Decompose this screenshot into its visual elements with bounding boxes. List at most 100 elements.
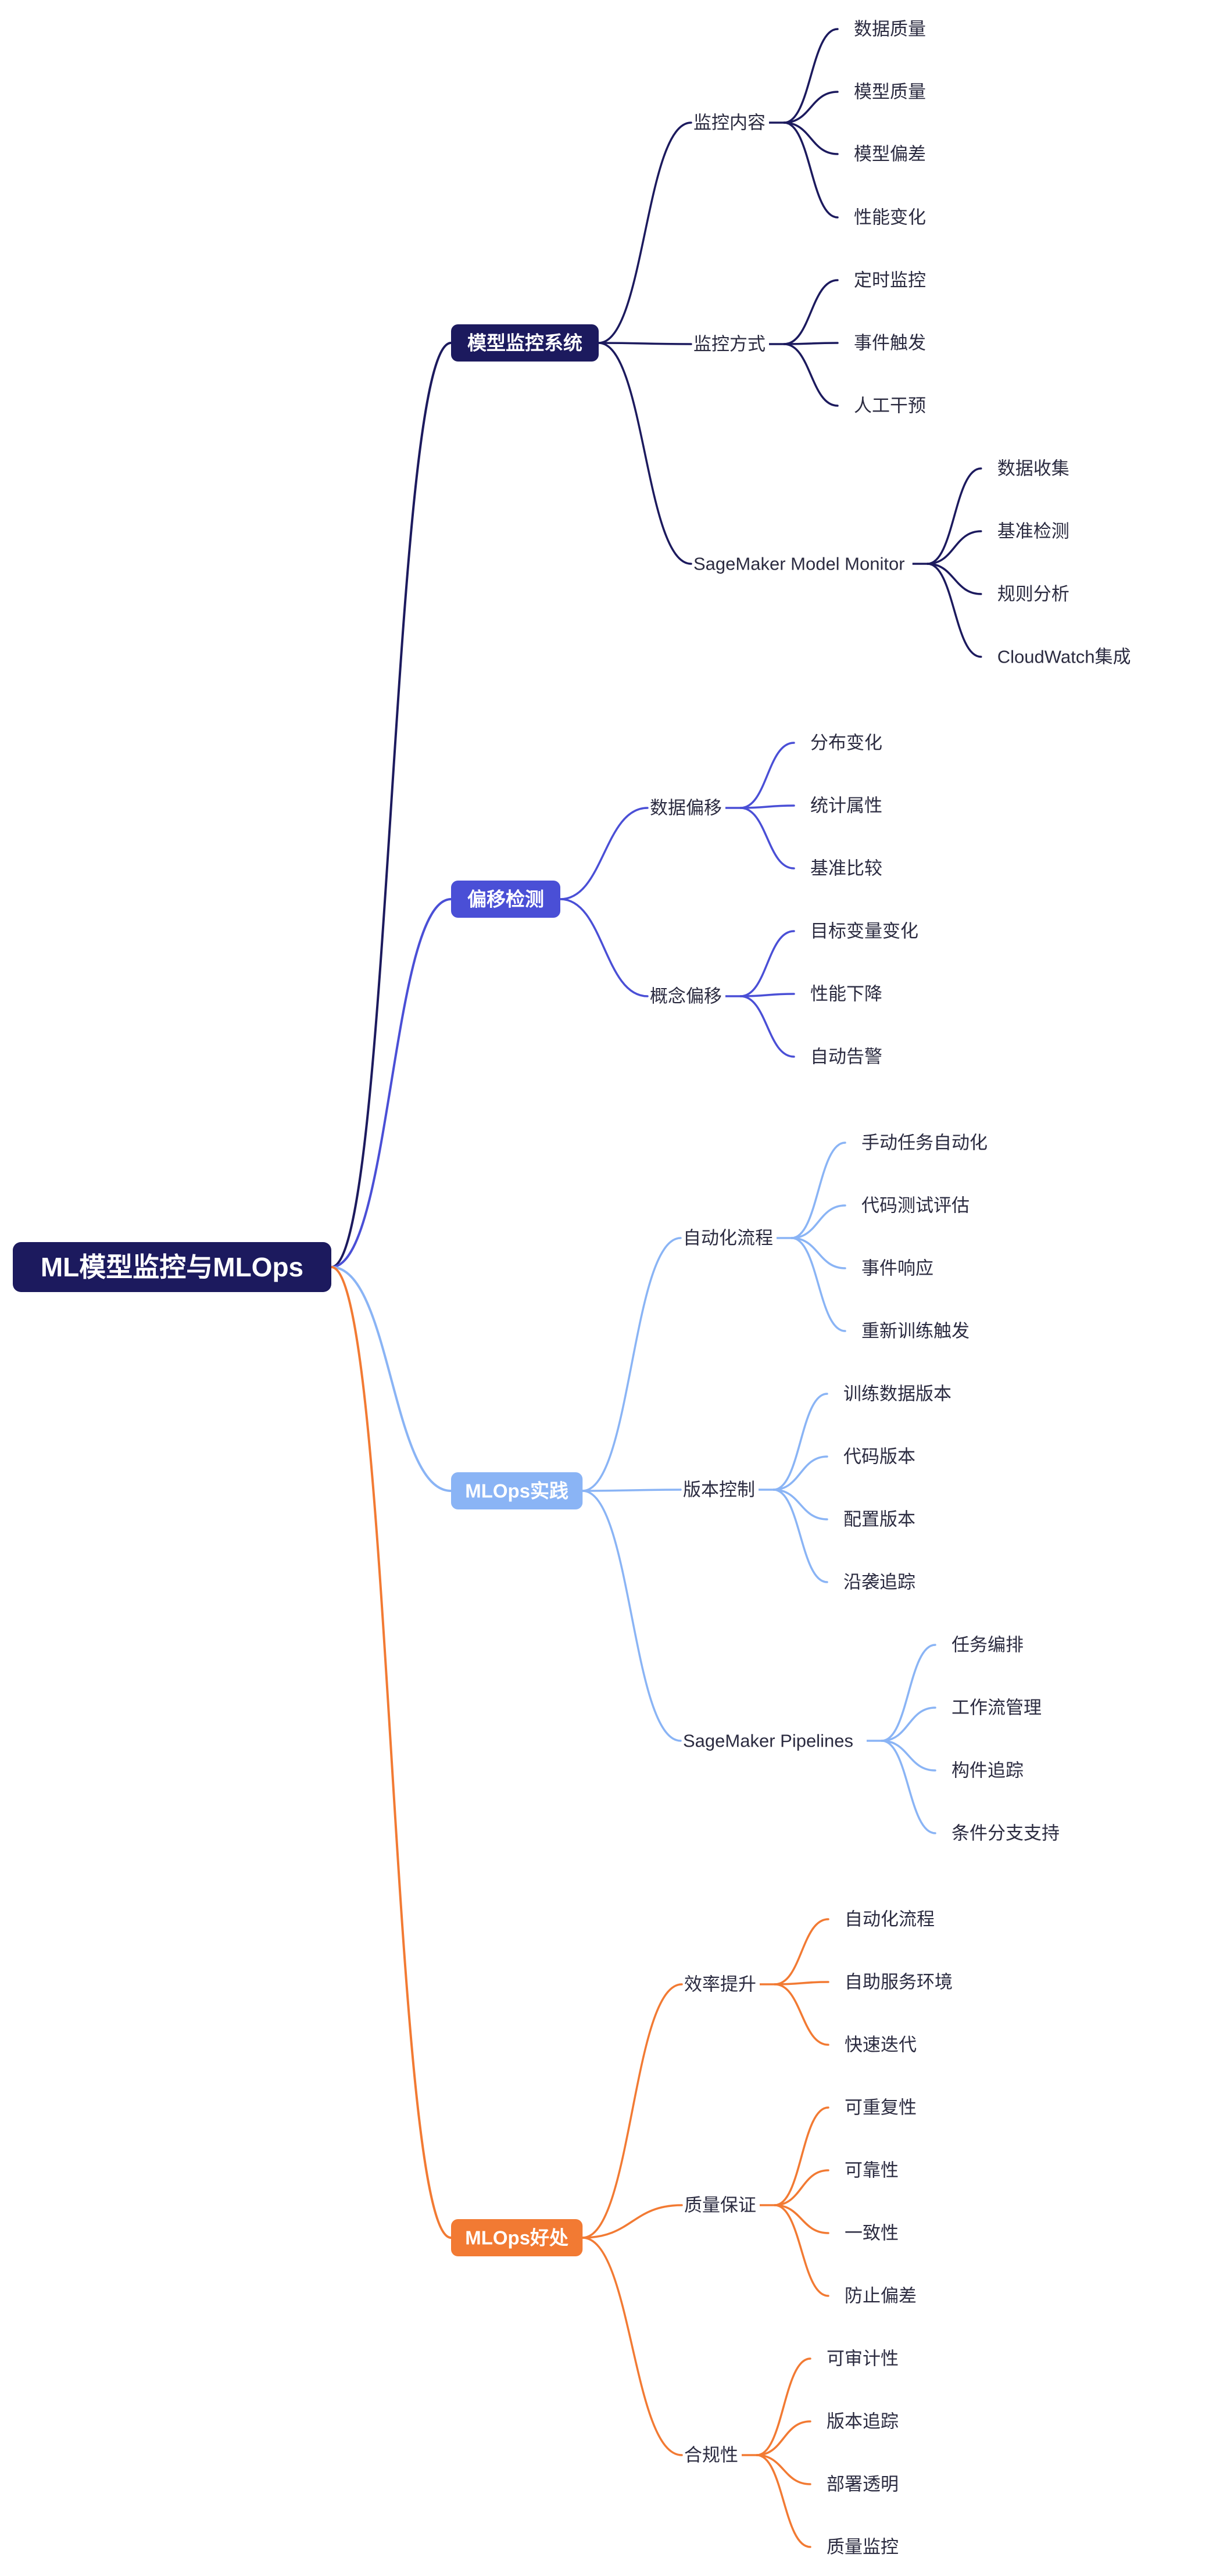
edge-branch-sub-1-1: [559, 898, 649, 997]
edge-sub-leaf-0-2-2: [927, 563, 982, 595]
edge-sub-leaf-3-2-1: [756, 2420, 811, 2456]
subtopic-1-1[interactable]: 概念偏移: [650, 986, 722, 1007]
branch-node-1-background: [451, 881, 560, 918]
edge-branch-sub-3-0: [581, 1983, 683, 2239]
leaf-3-0-0[interactable]: 自动化流程: [845, 1909, 935, 1930]
leaf-0-2-0[interactable]: 数据收集: [997, 459, 1070, 479]
edge-sub-leaf-3-0-0: [774, 1918, 829, 1985]
leaf-0-0-2[interactable]: 模型偏差: [854, 144, 926, 164]
edge-sub-leaf-3-2-2: [756, 2454, 811, 2485]
branch-node-2[interactable]: MLOps实践: [451, 1472, 583, 1509]
edge-sub-leaf-3-0-1: [774, 1981, 829, 1985]
subtopic-3-2[interactable]: 合规性: [684, 2445, 738, 2466]
edge-sub-leaf-1-1-1: [739, 993, 795, 997]
branch-node-0[interactable]: 模型监控系统: [451, 324, 599, 362]
edge-branch-sub-3-2: [581, 2237, 683, 2456]
edge-branch-sub-2-0: [581, 1237, 682, 1492]
subtopic-0-2[interactable]: SageMaker Model Monitor: [693, 554, 905, 574]
edge-sub-leaf-0-2-3: [927, 563, 982, 658]
subtopic-1-0[interactable]: 数据偏移: [650, 798, 722, 818]
edge-sub-leaf-0-2-1: [927, 530, 982, 565]
leaf-2-0-2[interactable]: 事件响应: [861, 1258, 933, 1279]
edge-sub-leaf-3-2-3: [756, 2454, 811, 2548]
edge-sub-leaf-2-0-2: [791, 1237, 846, 1269]
branch-node-2-background: [451, 1472, 583, 1509]
leaf-2-1-2[interactable]: 配置版本: [843, 1509, 915, 1530]
leaf-3-1-1[interactable]: 可靠性: [845, 2160, 899, 2181]
leaf-3-1-0[interactable]: 可重复性: [845, 2098, 917, 2118]
leaf-2-0-3[interactable]: 重新训练触发: [861, 1321, 970, 1341]
subtopic-2-1[interactable]: 版本控制: [683, 1480, 755, 1500]
root-node-label: ML模型监控与MLOps: [41, 1252, 303, 1282]
subtopic-0-0[interactable]: 监控内容: [693, 113, 766, 133]
leaf-3-2-0[interactable]: 可审计性: [827, 2349, 899, 2369]
leaf-0-2-2[interactable]: 规则分析: [997, 584, 1070, 604]
leaf-3-1-2[interactable]: 一致性: [845, 2223, 899, 2244]
leaf-2-1-3[interactable]: 沿袭追踪: [843, 1572, 915, 1593]
branch-node-1[interactable]: 偏移检测: [451, 881, 560, 918]
leaf-2-2-0[interactable]: 任务编排: [952, 1635, 1024, 1655]
branch-node-0-label: 模型监控系统: [467, 332, 582, 354]
branch-node-3[interactable]: MLOps好处: [451, 2219, 583, 2256]
subtopic-3-1[interactable]: 质量保证: [684, 2195, 756, 2216]
leaf-0-0-1[interactable]: 模型质量: [854, 82, 926, 102]
leaf-1-0-2[interactable]: 基准比较: [810, 858, 882, 879]
leaf-2-1-1[interactable]: 代码版本: [843, 1447, 915, 1467]
edge-branch-sub-0-0: [598, 121, 692, 344]
leaf-0-1-0[interactable]: 定时监控: [854, 270, 926, 291]
leaf-2-2-3[interactable]: 条件分支支持: [952, 1823, 1060, 1844]
subtopic-3-0[interactable]: 效率提升: [684, 1974, 756, 1995]
leaf-3-2-1[interactable]: 版本追踪: [827, 2412, 899, 2432]
edge-sub-leaf-0-2-0: [927, 467, 982, 565]
leaf-1-1-0[interactable]: 目标变量变化: [810, 921, 918, 942]
mindmap-edges: [330, 28, 982, 2548]
leaf-2-2-2[interactable]: 构件追踪: [952, 1761, 1024, 1781]
leaf-1-0-1[interactable]: 统计属性: [810, 796, 882, 816]
leaf-0-1-2[interactable]: 人工干预: [854, 396, 926, 416]
leaf-3-2-3[interactable]: 质量监控: [827, 2537, 899, 2557]
leaf-0-2-1[interactable]: 基准检测: [997, 521, 1070, 542]
edge-sub-leaf-2-1-0: [772, 1393, 828, 1491]
leaf-1-1-2[interactable]: 自动告警: [810, 1047, 882, 1067]
leaf-2-0-1[interactable]: 代码测试评估: [861, 1196, 970, 1216]
edge-branch-sub-2-1: [581, 1489, 682, 1492]
leaf-0-0-3[interactable]: 性能变化: [854, 207, 926, 228]
edge-sub-leaf-3-0-2: [774, 1983, 829, 2046]
leaf-3-2-2[interactable]: 部署透明: [827, 2474, 899, 2495]
leaf-2-0-0[interactable]: 手动任务自动化: [861, 1133, 988, 1153]
edge-root-branch-1: [330, 898, 452, 1268]
leaf-1-1-1[interactable]: 性能下降: [810, 984, 882, 1004]
leaf-2-1-0[interactable]: 训练数据版本: [843, 1384, 952, 1404]
root-node[interactable]: ML模型监控与MLOps: [13, 1242, 331, 1292]
leaf-0-0-0[interactable]: 数据质量: [854, 19, 926, 40]
edge-branch-sub-3-1: [581, 2204, 683, 2239]
edge-sub-leaf-1-0-0: [739, 742, 795, 809]
edge-sub-leaf-0-1-1: [783, 342, 839, 345]
edge-sub-leaf-2-1-1: [772, 1455, 828, 1491]
leaf-3-1-3[interactable]: 防止偏差: [845, 2286, 917, 2306]
subtopic-0-1[interactable]: 监控方式: [693, 334, 766, 355]
subtopic-2-0[interactable]: 自动化流程: [683, 1228, 773, 1248]
edge-sub-leaf-2-1-2: [772, 1489, 828, 1520]
edge-sub-leaf-0-0-3: [783, 121, 839, 219]
edge-sub-leaf-0-0-2: [783, 121, 839, 155]
edge-sub-leaf-1-1-2: [739, 995, 795, 1058]
edge-sub-leaf-2-0-3: [791, 1237, 846, 1332]
edge-sub-leaf-0-1-2: [783, 343, 839, 407]
leaf-0-2-3[interactable]: CloudWatch集成: [997, 647, 1131, 667]
edge-sub-leaf-2-2-1: [881, 1706, 936, 1742]
leaf-0-1-1[interactable]: 事件触发: [854, 333, 926, 353]
leaf-3-0-2[interactable]: 快速迭代: [845, 2035, 917, 2055]
branch-node-3-label: MLOps好处: [465, 2227, 568, 2249]
subtopic-2-2[interactable]: SageMaker Pipelines: [683, 1731, 853, 1751]
edge-sub-leaf-3-1-1: [774, 2169, 829, 2206]
leaf-3-0-1[interactable]: 自助服务环境: [845, 1972, 953, 1992]
edge-branch-sub-0-1: [598, 342, 692, 345]
edge-branch-sub-1-0: [559, 807, 649, 900]
edge-sub-leaf-1-1-0: [739, 930, 795, 997]
edge-root-branch-2: [330, 1266, 452, 1492]
leaf-2-2-1[interactable]: 工作流管理: [952, 1698, 1042, 1718]
leaf-1-0-0[interactable]: 分布变化: [810, 733, 882, 753]
edge-branch-sub-2-2: [581, 1490, 682, 1742]
branch-node-2-label: MLOps实践: [465, 1480, 568, 1502]
